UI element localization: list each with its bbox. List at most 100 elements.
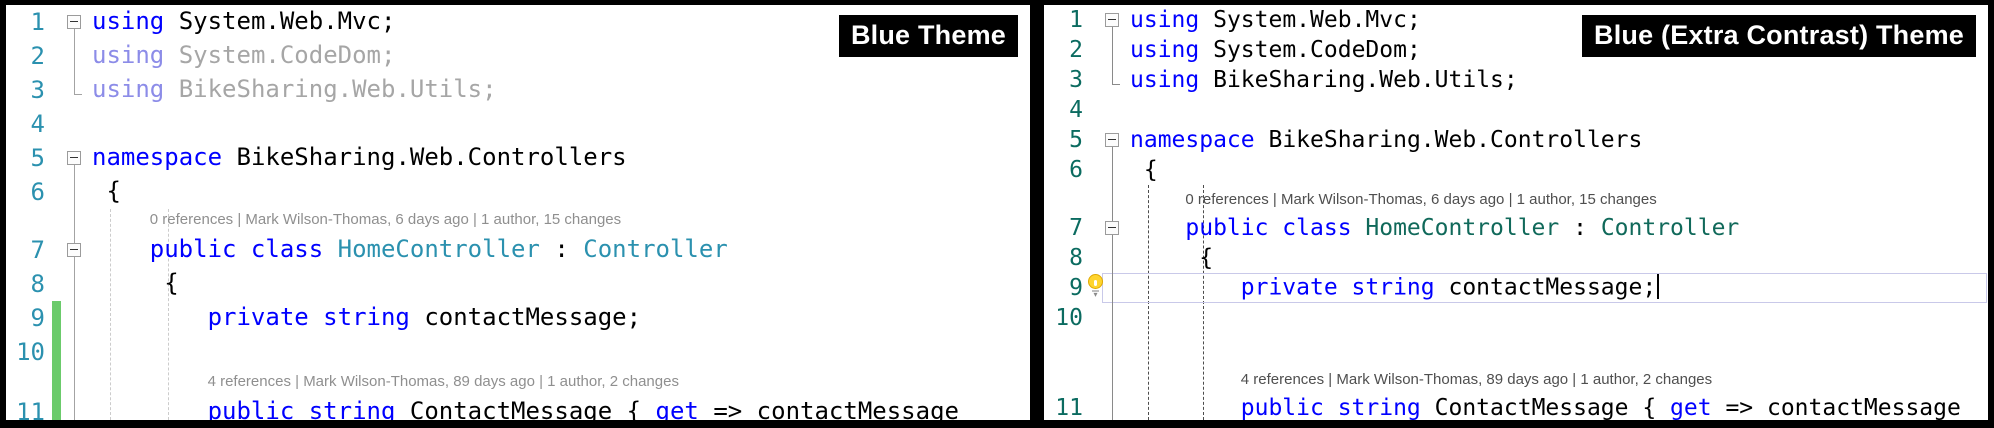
codelens-text[interactable]: 0 references | Mark Wilson-Thomas, 6 day… bbox=[1185, 191, 1657, 208]
line-number[interactable]: 5 bbox=[30, 144, 45, 172]
fold-toggle-icon[interactable] bbox=[1105, 221, 1119, 235]
codelens[interactable]: 4 references | Mark Wilson-Thomas, 89 da… bbox=[1044, 333, 1988, 393]
line-number[interactable]: 9 bbox=[1069, 274, 1083, 301]
text-caret bbox=[1657, 274, 1660, 300]
outline-guide bbox=[1112, 27, 1113, 35]
code-line[interactable]: 6{ bbox=[1044, 155, 1988, 185]
line-number[interactable]: 4 bbox=[1069, 96, 1083, 123]
code-token: using bbox=[92, 8, 165, 36]
code-token: System.CodeDom; bbox=[1199, 36, 1421, 63]
code-line[interactable]: 4 bbox=[6, 107, 1030, 141]
line-number[interactable]: 8 bbox=[30, 270, 45, 298]
codelens-text[interactable]: 0 references | Mark Wilson-Thomas, 6 day… bbox=[149, 211, 622, 228]
line-number[interactable]: 2 bbox=[1069, 36, 1083, 63]
code-line[interactable]: 10 bbox=[1044, 303, 1988, 333]
outline-guide bbox=[74, 165, 75, 175]
line-number[interactable]: 9 bbox=[30, 304, 45, 332]
outlining-margin bbox=[64, 73, 86, 107]
change-tracking-margin bbox=[1086, 65, 1102, 95]
outline-guide bbox=[74, 73, 75, 96]
line-number[interactable]: 4 bbox=[30, 110, 45, 138]
outlining-margin bbox=[64, 369, 86, 395]
line-number[interactable]: 11 bbox=[16, 398, 45, 420]
code-token: public class bbox=[1185, 214, 1366, 241]
code-line[interactable]: 4 bbox=[1044, 95, 1988, 125]
outline-guide bbox=[74, 301, 75, 335]
code-token: get bbox=[655, 398, 699, 420]
code-token: System.Web.Mvc; bbox=[1199, 6, 1421, 33]
code-line[interactable]: 8{ bbox=[6, 267, 1030, 301]
code-text: namespace BikeSharing.Web.Controllers bbox=[1124, 127, 1988, 153]
outlining-margin bbox=[64, 301, 86, 335]
line-number[interactable]: 6 bbox=[1069, 156, 1083, 183]
code-line[interactable]: 5 namespace BikeSharing.Web.Controllers bbox=[1044, 125, 1988, 155]
fold-toggle-icon[interactable] bbox=[67, 151, 81, 165]
line-number[interactable]: 2 bbox=[30, 42, 45, 70]
code-token: private string bbox=[207, 304, 425, 332]
outline-guide bbox=[74, 39, 75, 73]
outlining-margin bbox=[1102, 95, 1124, 125]
line-number[interactable]: 10 bbox=[1055, 304, 1083, 331]
line-number[interactable]: 1 bbox=[1069, 6, 1083, 33]
line-number[interactable]: 6 bbox=[30, 178, 45, 206]
code-token: ContactMessage { bbox=[1434, 394, 1671, 420]
lightbulb-chevron-icon[interactable]: ▾ bbox=[1093, 290, 1098, 299]
fold-toggle-icon[interactable] bbox=[67, 15, 81, 29]
line-number[interactable]: 7 bbox=[1069, 214, 1083, 241]
change-tracking-margin bbox=[48, 175, 64, 209]
codelens[interactable]: 0 references | Mark Wilson-Thomas, 6 day… bbox=[1044, 185, 1988, 213]
change-tracking-margin bbox=[1086, 243, 1102, 273]
code-token: : bbox=[1559, 214, 1601, 241]
outlining-margin bbox=[64, 141, 86, 175]
code-line[interactable]: 11 public string ContactMessage { get => … bbox=[6, 395, 1030, 420]
outline-guide bbox=[1112, 393, 1113, 420]
code-text: { bbox=[1124, 157, 1988, 183]
code-token: public string bbox=[207, 398, 410, 420]
codelens-text[interactable]: 4 references | Mark Wilson-Thomas, 89 da… bbox=[1240, 371, 1713, 388]
codelens[interactable]: 4 references | Mark Wilson-Thomas, 89 da… bbox=[6, 369, 1030, 395]
code-token: { bbox=[106, 178, 121, 206]
line-number[interactable]: 11 bbox=[1055, 394, 1083, 420]
fold-toggle-icon[interactable] bbox=[1105, 13, 1119, 27]
line-number[interactable]: 1 bbox=[30, 8, 45, 36]
line-number[interactable]: 7 bbox=[30, 236, 45, 264]
codelens-text[interactable]: 4 references | Mark Wilson-Thomas, 89 da… bbox=[207, 373, 679, 390]
line-number[interactable]: 10 bbox=[16, 338, 45, 366]
code-line[interactable]: 6{ bbox=[6, 175, 1030, 209]
fold-toggle-icon[interactable] bbox=[67, 243, 81, 257]
outlining-margin bbox=[64, 335, 86, 369]
line-number[interactable]: 5 bbox=[1069, 126, 1083, 153]
outline-guide bbox=[1112, 35, 1113, 65]
code-line[interactable]: 1 using System.Web.Mvc; bbox=[6, 5, 1030, 39]
code-token: System.Web.Mvc; bbox=[164, 8, 396, 36]
theme-badge: Blue (Extra Contrast) Theme bbox=[1582, 15, 1976, 58]
code-token: HomeController bbox=[1365, 214, 1560, 241]
code-line[interactable]: 10 bbox=[6, 335, 1030, 369]
code-text: public string ContactMessage { get => co… bbox=[86, 398, 1030, 420]
change-bar bbox=[52, 335, 61, 369]
change-tracking-margin bbox=[48, 267, 64, 301]
lightbulb-icon[interactable]: ▾ bbox=[1087, 274, 1104, 302]
lightbulb-glass bbox=[1088, 274, 1103, 289]
code-line[interactable]: 8{ bbox=[1044, 243, 1988, 273]
fold-toggle-icon[interactable] bbox=[1105, 133, 1119, 147]
line-number[interactable]: 3 bbox=[30, 76, 45, 104]
outline-guide bbox=[1112, 147, 1113, 155]
line-number[interactable]: 3 bbox=[1069, 66, 1083, 93]
line-number[interactable]: 8 bbox=[1069, 244, 1083, 271]
outline-guide bbox=[74, 335, 75, 369]
codelens[interactable]: 0 references | Mark Wilson-Thomas, 6 day… bbox=[6, 209, 1030, 233]
outline-guide bbox=[1112, 243, 1113, 273]
change-tracking-margin bbox=[1086, 185, 1102, 213]
